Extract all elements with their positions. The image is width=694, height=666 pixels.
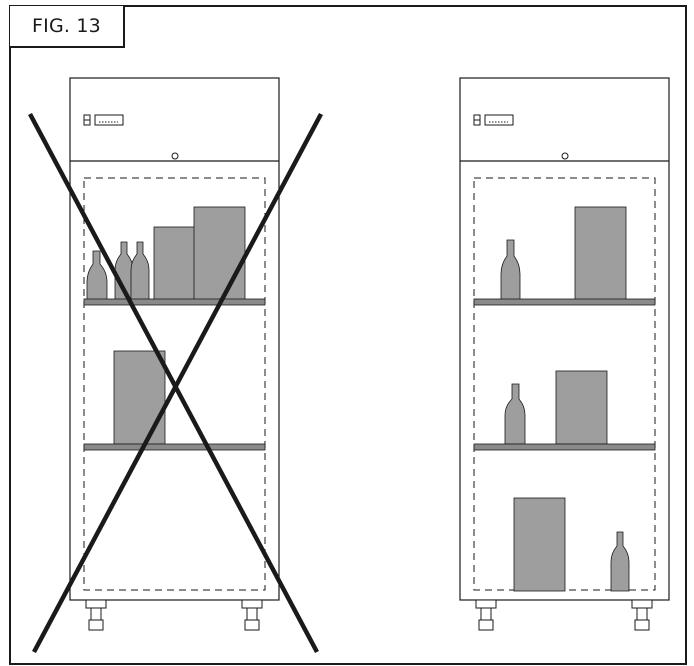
storage-zone — [473, 177, 656, 591]
box-icon — [153, 226, 197, 301]
foot-icon — [475, 599, 497, 631]
shelf — [83, 298, 266, 306]
lock-icon — [171, 152, 179, 160]
cross-icon — [28, 112, 323, 654]
figure-label-box: FIG. 13 — [10, 6, 125, 48]
box-icon — [113, 350, 166, 445]
shelf — [473, 298, 656, 306]
box-icon — [513, 497, 566, 592]
cabinet-incorrect — [28, 77, 323, 654]
storage-zone — [83, 177, 266, 591]
bottle-icon — [610, 531, 630, 592]
foot-icon — [85, 599, 107, 631]
foot-icon — [241, 599, 263, 631]
box-icon — [574, 206, 627, 301]
figure-label: FIG. 13 — [32, 15, 101, 37]
box-icon — [193, 206, 246, 301]
shelf — [83, 443, 266, 451]
box-icon — [555, 370, 608, 445]
foot-icon — [631, 599, 653, 631]
lock-icon — [561, 152, 569, 160]
figure-border — [9, 5, 687, 665]
display-icon — [473, 114, 514, 126]
cabinet-correct — [459, 77, 670, 631]
shelf — [473, 443, 656, 451]
display-icon — [83, 114, 124, 126]
